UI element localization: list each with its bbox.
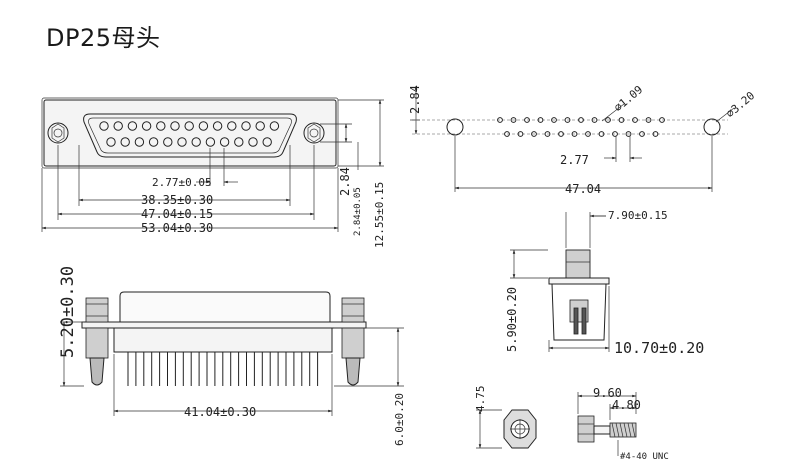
front-overall-width-label: 53.04±0.30 [141,221,213,235]
pin-hole [625,131,632,137]
contact-hole [141,121,152,131]
contact-holes [99,121,280,147]
page-title: DP25母头 [46,24,161,52]
contact-hole [113,121,123,131]
pin-hole [531,131,537,137]
pin-hole [652,131,659,137]
contact-hole [134,137,145,147]
contact-hole [106,137,116,147]
contact-hole [248,137,258,147]
footprint-mount-dia-label: ⌀3.20 [724,89,758,120]
contact-hole [163,137,173,147]
contact-hole [234,137,244,147]
front-row-offset-tol-label: 2.84±0.05 [353,187,363,236]
pin-hole [544,131,551,137]
contact-hole [219,137,230,147]
footprint-span-label: 47.04 [565,182,601,196]
footprint-pitch-label: 2.77 [560,153,589,167]
thread-line [623,422,628,438]
standoff-right [341,297,365,386]
pin-hole [517,131,524,137]
contact-hole [269,121,280,131]
d-shell [83,113,297,158]
contact-hole [127,121,138,131]
pin-hole [564,117,571,123]
footprint-row-offset-label: 2.84 [408,85,422,114]
pin-hole [585,131,591,137]
thread-line [611,422,616,438]
screw-thread-spec-label: #4-40 UNC [620,452,669,462]
thread-line [627,422,632,438]
front-hole-span-label: 47.04±0.15 [141,207,213,221]
side-width-label: 7.90±0.15 [608,209,668,222]
contact-hole [120,137,130,147]
footprint-mount-hole-right [703,118,721,136]
pin-hole [591,117,598,123]
pin-hole [632,117,638,123]
pin-hole [510,117,517,123]
front-view: 2.77±0.05 38.35±0.30 47.04±0.15 53.04±0.… [41,97,386,248]
footprint-pin-dia-label: ⌀1.09 [612,83,646,114]
pin-hole [551,117,557,123]
pin-hole [645,117,652,123]
profile-view: 5.20±0.30 41.04±0.30 6.0±0.20 [58,266,406,446]
contact-hole [241,121,251,131]
screw-thread [609,422,637,438]
mount-hole-right [303,122,325,144]
screw-length-label: 9.60 [593,386,622,400]
pin-hole [524,117,530,123]
pin-hole [571,131,578,137]
contact-hole [177,137,187,147]
front-row-span-label: 38.35±0.30 [141,193,213,207]
screw-thread-length-label: 4.80 [612,398,641,412]
footprint-mount-hole-left [446,118,464,136]
standoff-left [85,297,109,386]
side-view: 7.90±0.15 5.90±0.20 10.70±0.20 [505,209,704,357]
pin-hole [537,117,544,123]
pin-hole [497,117,503,123]
profile-pin-length-label: 6.0±0.20 [393,393,406,446]
pin-hole [598,131,605,137]
pin-hole [618,117,625,123]
contact-hole [170,121,180,131]
pin-hole [612,131,618,137]
contact-hole [205,137,216,147]
thread-line [631,422,636,438]
contact-hole [227,121,237,131]
footprint-pin-holes [497,117,665,137]
screw-hex-label: 4.75 [474,386,487,413]
contact-hole [99,121,109,131]
contact-hole [156,121,166,131]
profile-standoff-label: 5.20±0.30 [58,266,78,358]
thread-line [619,422,624,438]
solder-pins [127,352,319,386]
thread-line [615,422,620,438]
pcb-footprint: 2.84 ⌀1.09 ⌀3.20 2.77 47.04 [408,83,757,196]
screw-detail: 4.75 9.60 4.80 #4-40 UNC [474,386,669,463]
contact-hole [198,121,209,131]
contact-hole [184,121,194,131]
contact-hole [262,137,272,147]
contact-hole [212,121,223,131]
contact-hole [191,137,201,147]
pin-hole [605,117,611,123]
pin-hole [639,131,645,137]
side-height-label: 5.90±0.20 [505,287,519,352]
contact-hole [255,121,265,131]
pin-hole [558,131,564,137]
pin-hole [578,117,584,123]
pin-hole [504,131,510,137]
front-pitch-label: 2.77±0.05 [152,176,212,189]
mount-hole-left [47,122,69,144]
front-row-offset-label: 2.84 [338,167,352,196]
front-overall-height-label: 12.55±0.15 [373,182,386,248]
profile-span-label: 41.04±0.30 [184,405,256,419]
contact-hole [148,137,159,147]
side-depth-label: 10.70±0.20 [614,339,704,357]
front-flange [43,99,337,167]
pin-hole [659,117,665,123]
